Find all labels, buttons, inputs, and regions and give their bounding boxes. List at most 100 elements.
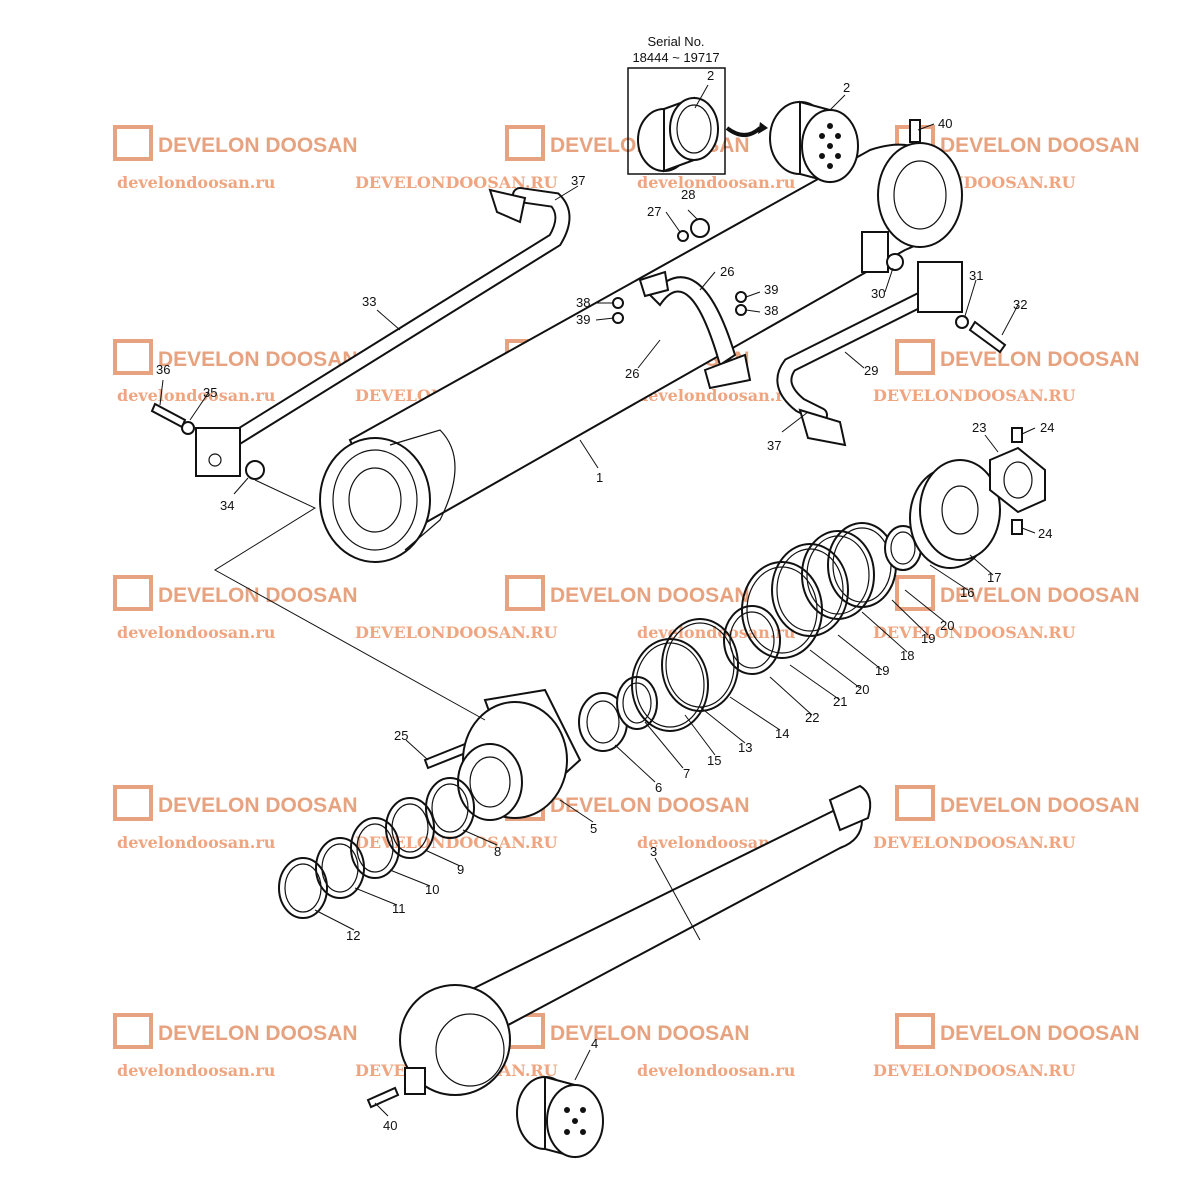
watermark-url: DEVELONDOOSAN.RU — [873, 1061, 1076, 1080]
callout-38: 38 — [764, 303, 778, 318]
callout-38: 38 — [576, 295, 590, 310]
callout-20: 20 — [940, 618, 954, 633]
svg-text:DEVELON DOOSAN: DEVELON DOOSAN — [550, 584, 750, 607]
watermark-logo: DEVELON DOOSAN — [505, 575, 750, 611]
callout-1: 1 — [596, 470, 603, 485]
grease-nipple-part — [366, 1086, 400, 1109]
callout-39: 39 — [576, 312, 590, 327]
callout-16: 16 — [960, 585, 974, 600]
watermark-url: develondoosan.ru — [117, 173, 276, 192]
piston-part — [909, 459, 1001, 569]
callout-7: 7 — [683, 766, 690, 781]
callout-26: 26 — [625, 366, 639, 381]
svg-text:DEVELON DOOSAN: DEVELON DOOSAN — [940, 584, 1140, 607]
callout-19: 19 — [921, 631, 935, 646]
bushing-part — [769, 100, 859, 184]
serial-range: 18444 ~ 19717 — [632, 50, 719, 65]
callout-9: 9 — [457, 862, 464, 877]
svg-text:DEVELON DOOSAN: DEVELON DOOSAN — [550, 794, 750, 817]
callout-39: 39 — [764, 282, 778, 297]
watermark-logo: DEVELON DOOSAN — [895, 575, 1140, 611]
callout-25: 25 — [394, 728, 408, 743]
callout-36: 36 — [156, 362, 170, 377]
bushing-inset-part — [637, 96, 719, 173]
callout-12: 12 — [346, 928, 360, 943]
callout-29: 29 — [864, 363, 878, 378]
callout-labels: 1 2 2 3 4 5 6 7 8 9 10 11 12 13 14 15 16… — [156, 68, 1054, 1133]
callout-37: 37 — [571, 173, 585, 188]
watermark-logo: DEVELON DOOSAN — [113, 575, 358, 611]
pipe-part — [776, 261, 963, 447]
piston-ring-part — [741, 561, 823, 659]
svg-text:DEVELON DOOSAN: DEVELON DOOSAN — [158, 134, 358, 157]
packing-ring-part — [278, 857, 328, 919]
callout-19: 19 — [875, 663, 889, 678]
watermark-url: develondoosan.ru — [117, 833, 276, 852]
watermark-logo: DEVELON DOOSAN — [895, 1013, 1140, 1049]
grease-nipple-part — [909, 119, 921, 143]
watermark-url: DEVELONDOOSAN.RU — [355, 173, 558, 192]
svg-text:DEVELON DOOSAN: DEVELON DOOSAN — [158, 584, 358, 607]
watermark-logo: DEVELON DOOSAN — [113, 1013, 358, 1049]
watermark-url: DEVELONDOOSAN.RU — [355, 623, 558, 642]
watermark-logo: DEVELON DOOSAN — [113, 339, 358, 375]
callout-40: 40 — [383, 1118, 397, 1133]
watermark-logo: DEVELON DOOSAN — [895, 785, 1140, 821]
cylinder-tube-part — [319, 142, 963, 563]
serial-label: Serial No. — [647, 34, 704, 49]
callout-21: 21 — [833, 694, 847, 709]
watermark-url: develondoosan.ru — [117, 623, 276, 642]
callout-30: 30 — [871, 286, 885, 301]
callout-31: 31 — [969, 268, 983, 283]
svg-text:DEVELON DOOSAN: DEVELON DOOSAN — [940, 134, 1140, 157]
callout-14: 14 — [775, 726, 789, 741]
watermark-url: develondoosan.ru — [637, 386, 796, 405]
replacement-arrow — [725, 126, 762, 137]
callout-3: 3 — [650, 844, 657, 859]
piston-ring-part — [723, 605, 781, 675]
watermark-logo: DEVELON DOOSAN — [113, 125, 358, 161]
watermark-url: DEVELONDOOSAN.RU — [873, 386, 1076, 405]
callout-6: 6 — [655, 780, 662, 795]
assembly-reference-line — [214, 479, 486, 721]
callout-2: 2 — [843, 80, 850, 95]
callout-27: 27 — [647, 204, 661, 219]
callout-34: 34 — [220, 498, 234, 513]
watermark-url: DEVELONDOOSAN.RU — [873, 833, 1076, 852]
watermark-url: develondoosan.ru — [637, 623, 796, 642]
callout-23: 23 — [972, 420, 986, 435]
watermark-url: DEVELONDOOSAN.RU — [355, 833, 558, 852]
callout-24: 24 — [1040, 420, 1054, 435]
callout-26: 26 — [720, 264, 734, 279]
callout-5: 5 — [590, 821, 597, 836]
callout-11: 11 — [392, 901, 406, 916]
watermark-logo: DEVELON DOOSAN — [113, 785, 358, 821]
seal-ring-part — [631, 638, 709, 732]
nut-part — [989, 427, 1046, 535]
callout-35: 35 — [203, 385, 217, 400]
callout-24: 24 — [1038, 526, 1052, 541]
svg-text:DEVELON DOOSAN: DEVELON DOOSAN — [940, 794, 1140, 817]
callout-10: 10 — [425, 882, 439, 897]
callout-20: 20 — [855, 682, 869, 697]
piston-rod-part — [399, 784, 872, 1096]
callout-33: 33 — [362, 294, 376, 309]
callout-17: 17 — [987, 570, 1001, 585]
leader-lines — [159, 84, 1036, 1117]
watermark-logo: DEVELON DOOSAN — [895, 339, 1140, 375]
serial-inset-frame — [627, 67, 726, 175]
arrow-head — [758, 122, 768, 134]
watermark-url: develondoosan.ru — [637, 833, 796, 852]
svg-text:DEVELON DOOSAN: DEVELON DOOSAN — [158, 1022, 358, 1045]
callout-28: 28 — [681, 187, 695, 202]
watermark-logo: DEVELON DOOSAN — [505, 1013, 750, 1049]
callout-8: 8 — [494, 844, 501, 859]
callout-15: 15 — [707, 753, 721, 768]
callout-32: 32 — [1013, 297, 1027, 312]
packing-ring-part — [425, 777, 475, 839]
watermark-url: develondoosan.ru — [637, 1061, 796, 1080]
band-clamp-part — [638, 270, 752, 390]
callout-40: 40 — [938, 116, 952, 131]
